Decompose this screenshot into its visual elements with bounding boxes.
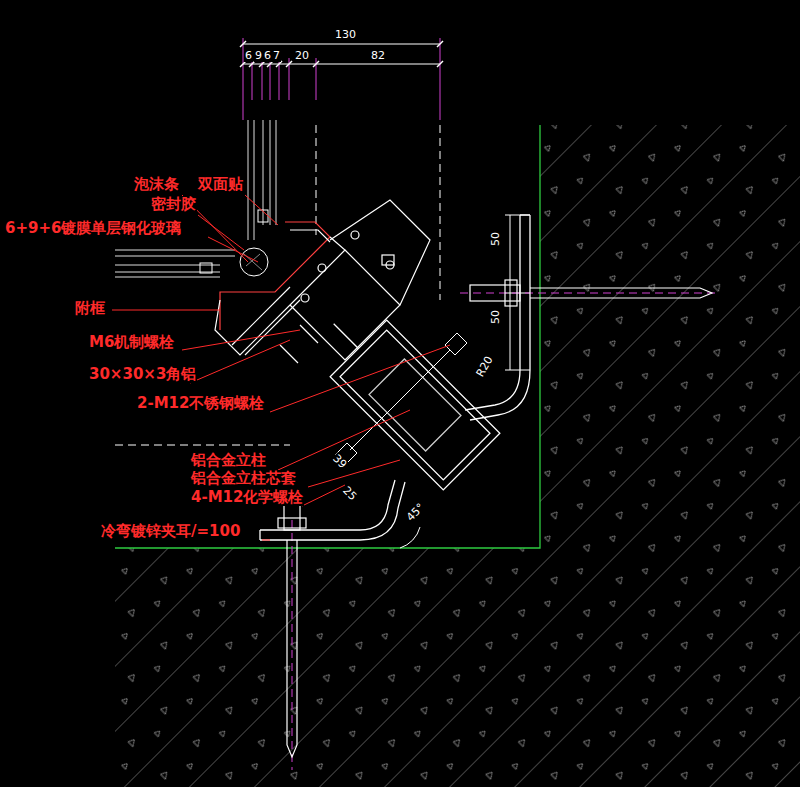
part-label: 附框 [74,300,106,317]
dimension-text: 50 [490,231,502,247]
part-label: 泡沫条 [133,176,180,193]
dimension-lines [240,38,530,370]
angle-arc [400,527,420,548]
glass-panes [115,120,276,277]
dimension-text: 20 [294,50,310,62]
part-label: 4-M12化学螺栓 [190,489,304,506]
concrete-edge [115,125,540,548]
part-label: 6+9+6镀膜单层钢化玻璃 [4,220,182,237]
aluminium-column [305,295,499,489]
dimension-text: 45° [404,501,428,525]
dimension-text: 39 [329,452,349,472]
part-label: 冷弯镀锌夹耳/=100 [100,523,241,540]
part-label: 2-M12不锈钢螺栓 [136,395,265,412]
part-label: 双面贴 [197,176,244,193]
dimension-text: 82 [370,50,386,62]
concrete-hatch [115,125,800,787]
part-label: 铝合金立柱 [190,452,267,469]
part-label: 密封胶 [150,196,197,213]
chemical-anchor [278,280,712,757]
center-lines [115,125,720,770]
dimension-text: 50 [490,309,502,325]
dimension-text: 9 [254,50,263,62]
part-label: M6机制螺栓 [88,334,175,351]
steel-bolts [335,333,467,465]
dimension-text: 6 [244,50,253,62]
dimension-text: 6 [263,50,272,62]
part-label: 铝合金立柱芯套 [190,470,297,487]
part-label: 30×30×3角铝 [88,366,197,383]
dimension-text: 25 [339,484,359,504]
dimension-text: R20 [474,354,496,381]
dimension-text: 130 [334,29,357,41]
dimension-text: 7 [272,50,281,62]
